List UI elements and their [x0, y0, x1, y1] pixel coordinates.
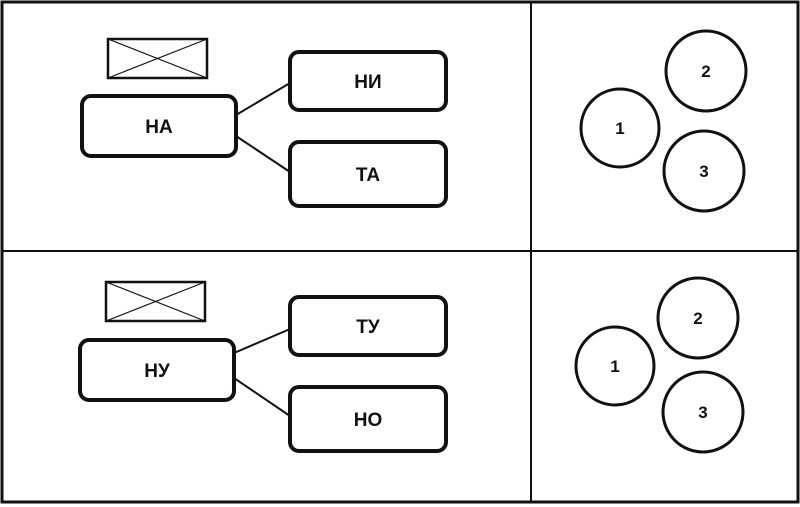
- circle-2: 2: [664, 29, 748, 113]
- circle-1: 1: [574, 325, 656, 407]
- circle-2-label: 2: [693, 309, 702, 328]
- circle-1: 1: [579, 87, 661, 169]
- circle-1-label: 1: [610, 357, 619, 376]
- top-syllable-box: НИ: [288, 50, 448, 112]
- top-syllable-box: ТУ: [288, 295, 448, 357]
- bottom-syllable-box: ТА: [288, 140, 448, 208]
- connector-bottom: [233, 377, 291, 417]
- bottom-syllable-label: ТА: [356, 165, 380, 186]
- panel-2: НУ ТУ НО 1 2 3: [78, 276, 745, 454]
- circle-3: 3: [662, 129, 746, 213]
- main-syllable-box: НА: [80, 94, 238, 158]
- connector-top: [233, 328, 291, 354]
- connector-top: [235, 82, 291, 116]
- bottom-syllable-box: НО: [288, 385, 448, 453]
- crossed-box-icon: [104, 280, 207, 323]
- bottom-syllable-label: НО: [354, 410, 383, 431]
- circle-2: 2: [656, 276, 740, 360]
- circle-3: 3: [661, 370, 745, 454]
- circle-1-label: 1: [615, 119, 624, 138]
- crossed-box-icon: [106, 37, 209, 80]
- main-syllable-label: НА: [145, 117, 173, 138]
- main-syllable-label: НУ: [144, 361, 170, 382]
- circle-3-label: 3: [699, 162, 708, 181]
- circle-3-label: 3: [698, 403, 707, 422]
- panel-1: НА НИ ТА 1 2 3: [80, 29, 748, 213]
- circle-2-label: 2: [701, 62, 710, 81]
- top-syllable-label: НИ: [354, 72, 381, 93]
- connector-bottom: [235, 135, 291, 173]
- top-syllable-label: ТУ: [356, 317, 380, 338]
- main-syllable-box: НУ: [78, 338, 236, 402]
